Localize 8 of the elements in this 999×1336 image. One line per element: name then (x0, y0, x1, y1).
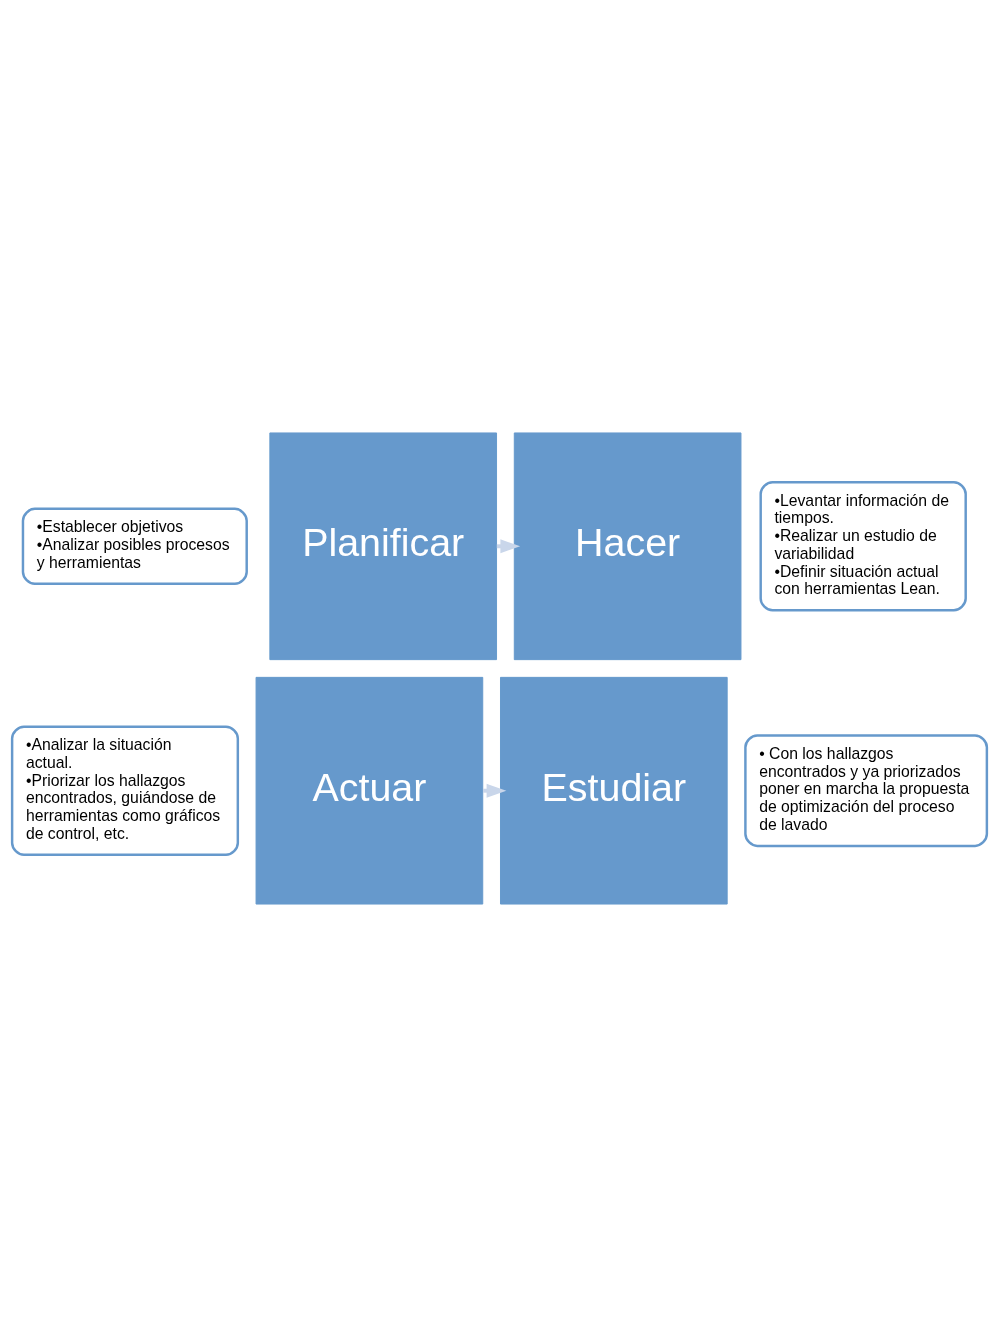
node-box: •Analizar la situación actual. •Priorizar los hallazgos encontrados, guiándose de herramientas como gráficos de control, etc. (10, 724, 240, 856)
node-box: • Con los hallazgos encontrados y ya priorizados poner en marcha la propuesta de optimización del proceso de lavado (744, 733, 989, 847)
node-box: •Levantar información de tiempos. •Realizar un estudio de variabilidad •Definir situación actual con herramientas Lean. (759, 480, 967, 612)
node-box: Planificar (269, 431, 498, 660)
node-box: Hacer (513, 431, 742, 660)
node-box: •Establecer objetivos •Analizar posibles procesos y herramientas (21, 507, 248, 585)
node-box: Estudiar (500, 676, 728, 905)
node-box: Actuar (255, 676, 484, 905)
